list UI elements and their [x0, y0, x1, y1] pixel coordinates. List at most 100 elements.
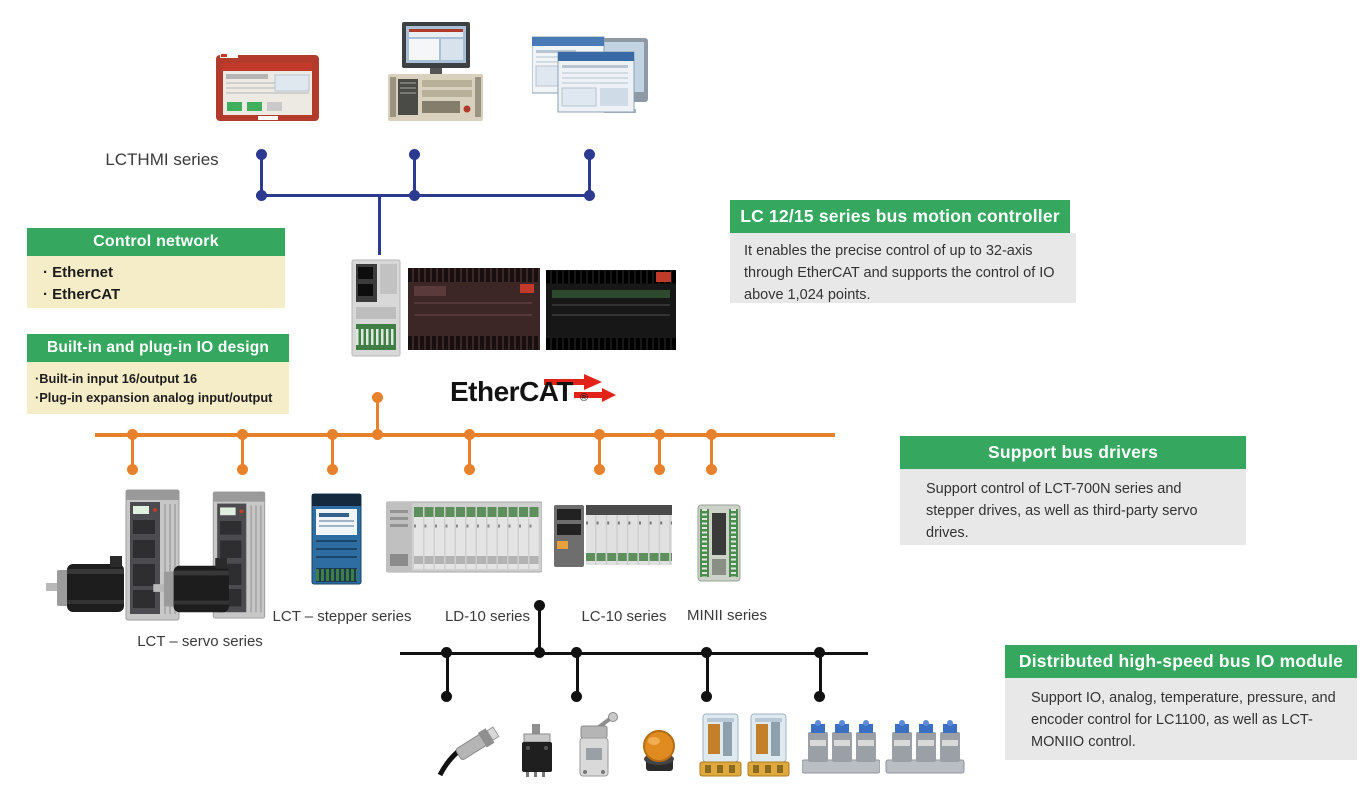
- ethernet-bus-node: [256, 149, 267, 160]
- minii-module-image: [696, 503, 742, 583]
- valve-manifold-image: [884, 718, 966, 778]
- stepper-drive-image: [310, 492, 363, 586]
- hmi-panel-image: [215, 52, 320, 124]
- bus-drivers-header: Support bus drivers: [900, 436, 1246, 469]
- io-bus-node: [534, 647, 545, 658]
- io-bus-drop: [446, 655, 449, 695]
- servo-series-label: LCT – servo series: [137, 633, 263, 650]
- ethercat-logo: EtherCAT ®: [450, 374, 640, 414]
- ethercat-bus-node: [372, 429, 383, 440]
- proximity-sensor-icon: [437, 726, 500, 777]
- ethernet-bus-node: [409, 190, 420, 201]
- bus-drivers-title: Support bus drivers: [987, 442, 1159, 462]
- ethercat-bus-node: [654, 464, 665, 475]
- io-bus-stub: [538, 608, 541, 654]
- ethernet-bus-drop: [378, 197, 381, 255]
- minii-series-label: MINII series: [686, 607, 767, 624]
- motion-controller-image: [350, 252, 680, 362]
- lc10-modules-icon: [554, 505, 672, 567]
- control-network-title: Control network: [93, 233, 219, 250]
- stepper-series-label: LCT – stepper series: [272, 608, 412, 625]
- ethercat-bus-stub: [376, 397, 379, 435]
- ethercat-bus-drop: [598, 437, 601, 467]
- industrial-pc-image: [388, 22, 483, 124]
- relay-icon: [747, 713, 790, 777]
- ethercat-bus-drop: [658, 437, 661, 467]
- push-button-icon: [643, 730, 675, 771]
- servo-motor-image: [152, 558, 234, 620]
- ld10-series-label: LD-10 series: [444, 608, 531, 625]
- relay-icon: [699, 713, 742, 777]
- ethercat-bus-drop: [710, 437, 713, 467]
- control-network-item: · EtherCAT: [43, 285, 121, 303]
- valve-manifold-icon: [802, 720, 880, 774]
- lc10-modules-image: [554, 499, 672, 571]
- ethernet-bus-stub: [260, 154, 263, 194]
- ethercat-bus-node: [237, 464, 248, 475]
- micro-switch-image: [512, 718, 560, 778]
- io-module-title: Distributed high-speed bus IO module: [1018, 651, 1344, 671]
- ethernet-bus-node: [584, 190, 595, 201]
- ethercat-bus-node: [464, 464, 475, 475]
- industrial-pc-icon: [388, 22, 483, 121]
- io-bus-node: [571, 691, 582, 702]
- ethercat-wordmark: EtherCAT: [450, 376, 574, 407]
- ethercat-bus-node: [127, 464, 138, 475]
- io-bus-node: [441, 647, 452, 658]
- relay-image: [698, 712, 743, 778]
- servo-motor-icon: [46, 556, 124, 612]
- ethernet-bus-stub: [588, 154, 591, 194]
- io-bus-node: [701, 647, 712, 658]
- ethercat-bus-drop: [131, 437, 134, 467]
- io-bus-node: [571, 647, 582, 658]
- ethernet-bus-line: [256, 194, 594, 197]
- ethercat-bus-node: [594, 464, 605, 475]
- ethercat-bus-drop: [331, 437, 334, 467]
- valve-manifold-icon: [885, 720, 965, 774]
- ethercat-bus-node: [237, 429, 248, 440]
- relay-image: [746, 712, 791, 778]
- proximity-sensor-image: [437, 715, 502, 777]
- io-bus-node: [441, 691, 452, 702]
- push-button-image: [637, 728, 682, 776]
- motion-controller-title: LC 12/15 series bus motion controller: [740, 206, 1060, 226]
- io-design-title: Built-in and plug-in IO design: [46, 339, 270, 356]
- io-design-body: ·Built-in input 16/output 16 ·Plug-in ex…: [27, 362, 289, 414]
- limit-switch-icon: [579, 712, 618, 777]
- motion-controller-body: It enables the precise control of up to …: [730, 233, 1076, 303]
- ethercat-bus-node: [594, 429, 605, 440]
- ethercat-bus-node: [654, 429, 665, 440]
- ethernet-bus-node: [584, 149, 595, 160]
- ethercat-bus-drop: [241, 437, 244, 467]
- servo-motor-icon: [153, 558, 229, 613]
- io-module-header: Distributed high-speed bus IO module: [1005, 645, 1357, 678]
- limit-switch-image: [565, 712, 620, 778]
- ethercat-bus-node: [127, 429, 138, 440]
- hmi-panel-icon: [216, 53, 319, 121]
- hmi-series-label: LCTHMI series: [105, 150, 219, 169]
- io-bus-drop: [576, 655, 579, 695]
- ld10-rack-image: [386, 498, 542, 576]
- lc10-series-label: LC-10 series: [581, 608, 667, 625]
- motion-controller-icon: [351, 259, 676, 357]
- io-module-body: Support IO, analog, temperature, pressur…: [1005, 678, 1357, 760]
- io-bus-node: [701, 691, 712, 702]
- io-design-item: ·Built-in input 16/output 16: [35, 371, 198, 386]
- micro-switch-icon: [522, 724, 552, 777]
- ethernet-bus-node: [256, 190, 267, 201]
- ethernet-bus-stub: [413, 154, 416, 194]
- ethercat-bus-node: [706, 464, 717, 475]
- ld10-rack-icon: [386, 501, 542, 573]
- bus-drivers-body: Support control of LCT-700N series and s…: [900, 469, 1246, 545]
- control-network-header: Control network: [27, 228, 285, 256]
- software-screens-icon: [532, 36, 648, 113]
- io-bus-node: [814, 647, 825, 658]
- io-bus-node: [534, 600, 545, 611]
- motion-controller-header: LC 12/15 series bus motion controller: [730, 200, 1070, 233]
- io-design-header: Built-in and plug-in IO design: [27, 334, 289, 362]
- ethercat-bus-node: [706, 429, 717, 440]
- ethercat-bus-node: [464, 429, 475, 440]
- io-bus-drop: [706, 655, 709, 695]
- stepper-drive-icon: [311, 493, 362, 585]
